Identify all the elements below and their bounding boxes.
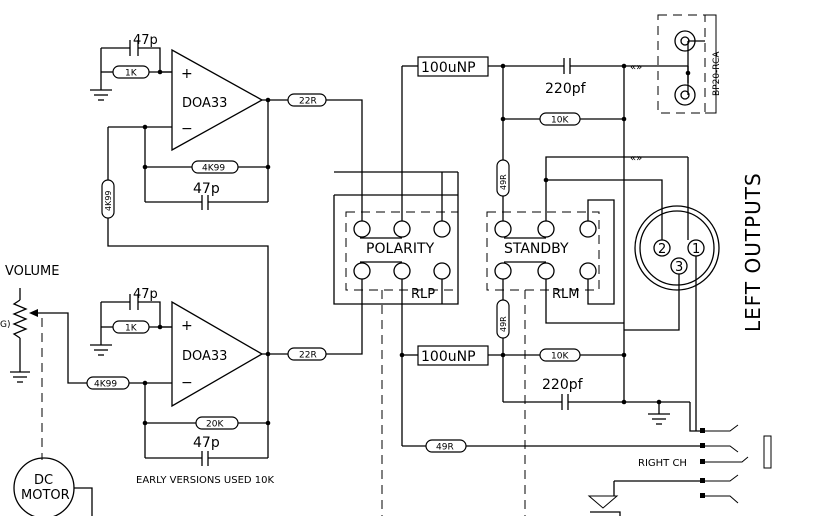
- bot-cap-220pf-label: 220pf: [542, 377, 584, 393]
- standby-relay: STANDBY RLM «»: [486, 153, 688, 516]
- top-cap-220pf-label: 220pf: [545, 81, 587, 97]
- top-cap-100u-label: 100uNP: [421, 60, 476, 76]
- link-resistor: 4K99: [101, 127, 269, 353]
- top-opamp-symbol: [171, 48, 264, 152]
- standby-label: STANDBY: [504, 241, 569, 257]
- polarity-relay: POLARITY RLP: [333, 66, 459, 516]
- bottom-opamp-stage: + − DOA33 47p 1K 4K99 20K 47p: [86, 287, 363, 486]
- bot-fb-cap-label: 47p: [193, 435, 220, 451]
- top-fb-res-label: 4K99: [202, 164, 225, 174]
- left-outputs-label: LEFT OUTPUTS: [741, 172, 765, 332]
- bottom-opamp-plus: +: [181, 318, 193, 334]
- top-res-1k-label: 1K: [125, 69, 138, 79]
- bottom-opamp-minus: −: [181, 375, 193, 391]
- link-res-label: 4K99: [104, 190, 113, 211]
- bot-out-res-label: 22R: [299, 351, 317, 361]
- out-res-49r-label: 49R: [436, 443, 454, 453]
- rca-connector: BP20-RCA: [657, 14, 722, 114]
- motor-line2: MOTOR: [21, 488, 70, 503]
- top-res-49r-label: 49R: [499, 174, 508, 190]
- jack-plug: [763, 435, 772, 469]
- polarity-label: POLARITY: [366, 241, 435, 257]
- bot-res-49r-label: 49R: [499, 316, 508, 332]
- top-opamp-plus: +: [181, 66, 193, 82]
- top-out-res-label: 22R: [299, 97, 317, 107]
- polarity-ref: RLP: [411, 287, 435, 302]
- right-ch-network: 49R RIGHT CH: [402, 424, 772, 516]
- volume-partial-label: G): [0, 320, 11, 330]
- rca-label: BP20-RCA: [712, 51, 722, 96]
- top-output-network: 100uNP 220pf 10K 49R «»: [402, 56, 688, 221]
- bot-cap-100u-label: 100uNP: [421, 349, 476, 365]
- right-ch-label: RIGHT CH: [638, 458, 687, 469]
- top-cap-47p-label: 47p: [133, 33, 158, 48]
- motor-line1: DC: [34, 473, 53, 488]
- svg-text:«»: «»: [630, 62, 642, 73]
- standby-ref: RLM: [552, 287, 580, 302]
- bot-in-res-label: 4K99: [94, 380, 117, 390]
- xlr-pin-1: 1: [692, 242, 700, 257]
- xlr-pin-2: 2: [658, 242, 666, 257]
- top-fb-cap-label: 47p: [193, 181, 220, 197]
- bot-res-10k-label: 10K: [551, 352, 569, 362]
- bottom-opamp-symbol: [171, 300, 264, 408]
- early-versions-note: EARLY VERSIONS USED 10K: [136, 475, 275, 486]
- xlr-connector: 1 2 3 LEFT OUTPUTS: [624, 157, 765, 431]
- bot-res-1k-label: 1K: [125, 324, 138, 334]
- volume-section: VOLUME G) DC MOTOR: [0, 264, 93, 516]
- svg-text:«»: «»: [630, 153, 642, 164]
- top-opamp-stage: + − DOA33 47p 1K 4K99 47p: [90, 33, 363, 210]
- top-res-10k-label: 10K: [551, 116, 569, 126]
- bot-fb-res-label: 20K: [206, 420, 224, 430]
- xlr-pin-3: 3: [675, 260, 683, 275]
- bottom-opamp-label: DOA33: [182, 349, 227, 364]
- top-opamp-minus: −: [181, 121, 193, 137]
- top-opamp-label: DOA33: [182, 96, 227, 111]
- volume-label: VOLUME: [5, 264, 59, 279]
- bottom-output-network: 49R 100uNP 10K 220pf: [399, 66, 700, 432]
- bot-cap-47p-label: 47p: [133, 287, 158, 302]
